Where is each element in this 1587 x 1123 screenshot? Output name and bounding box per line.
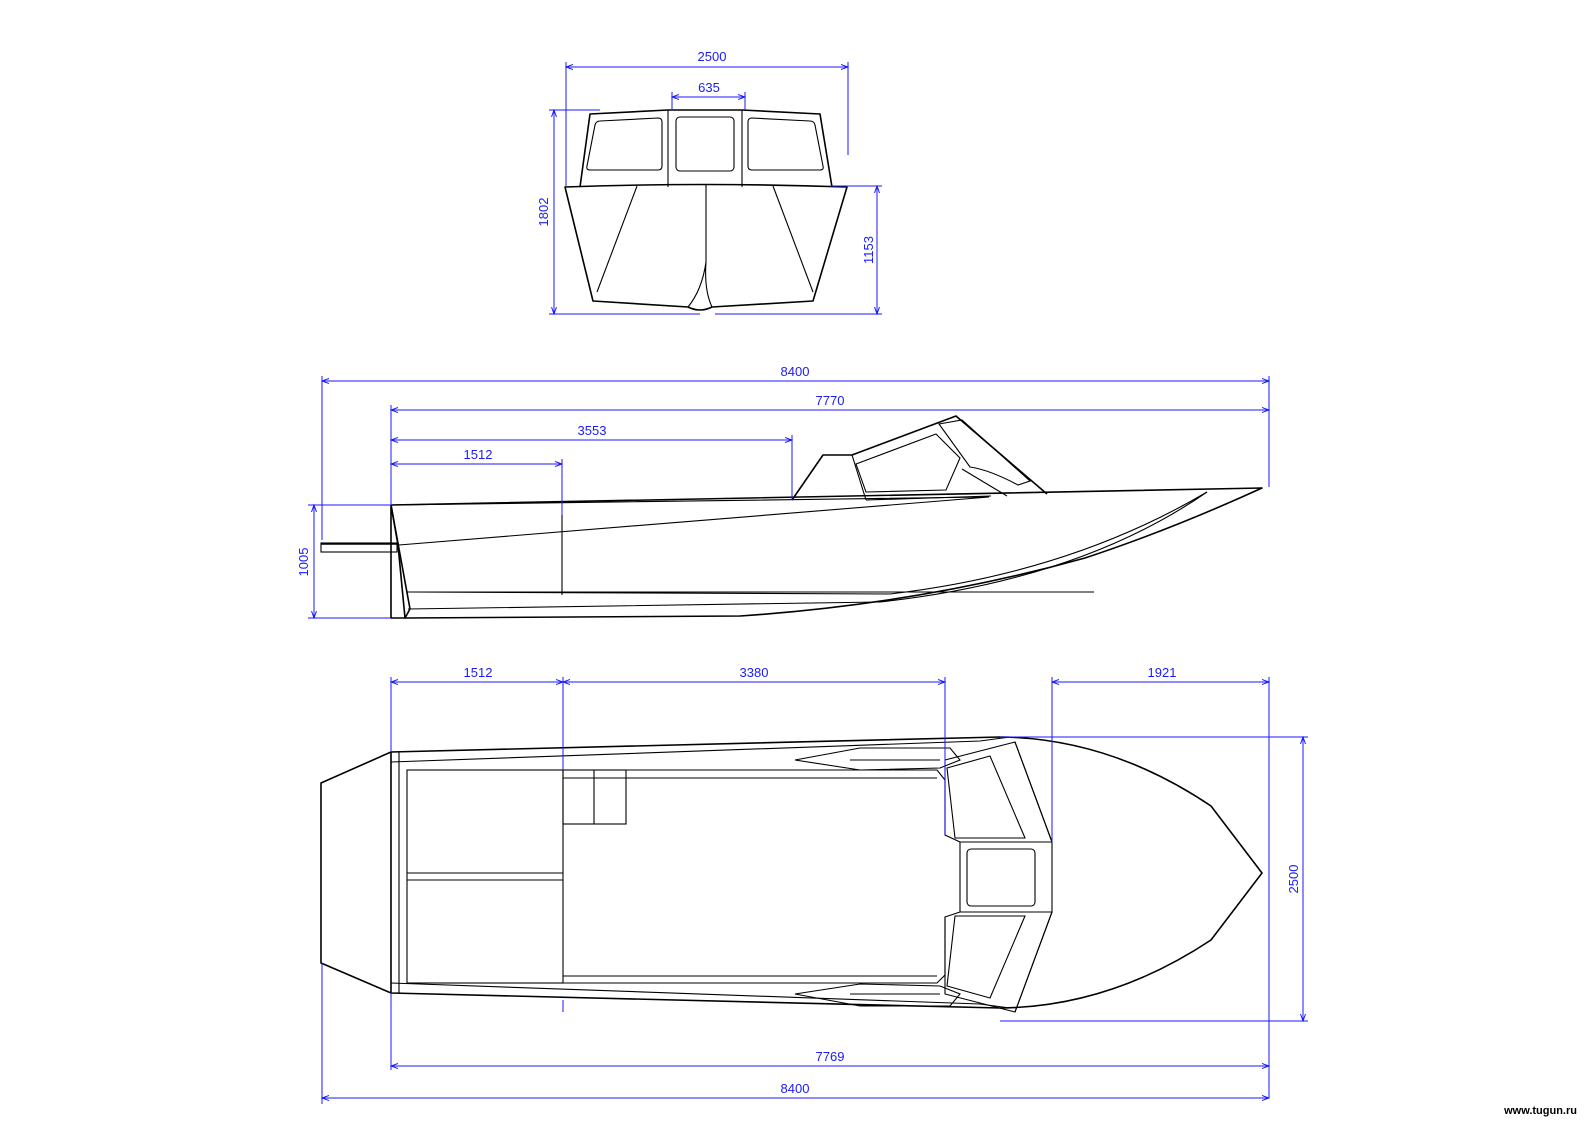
side-windshield-dim-label: 3553 [578,423,607,438]
front-chine-right [772,185,814,293]
side-height-label: 1005 [296,548,311,577]
top-cockpit-dim-label: 3380 [740,665,769,680]
top-gunwale-left [390,736,1011,763]
side-cabin-base [865,468,1008,501]
top-console-left [794,747,961,771]
top-bow-dim-label: 1921 [1148,665,1177,680]
top-overall-length-label: 8400 [781,1081,810,1096]
side-window-top [938,419,1032,486]
top-windshield-outline [944,741,1053,1013]
side-cabin-outline [791,415,1048,501]
side-view: 8400 7770 3553 1512 1005 [296,364,1269,618]
front-view: 2500 635 1802 1153 [536,49,882,314]
top-console-right [794,983,961,1007]
top-gunwale-right [390,982,1011,1009]
side-aft-dim-label: 1512 [464,447,493,462]
top-view: 1512 3380 1921 2500 7769 8400 [320,665,1308,1104]
front-windshield-label: 635 [698,80,720,95]
front-window-right [747,117,824,171]
top-hull-length-label: 7769 [816,1049,845,1064]
side-overall-length-label: 8400 [781,364,810,379]
top-cockpit-inner [563,777,937,977]
side-window-front [855,433,961,493]
top-beam-label: 2500 [1286,865,1301,894]
front-width-label: 2500 [698,49,727,64]
front-hull-height-label: 1153 [861,236,876,264]
side-chine-line-2 [411,491,1208,595]
top-transom-outline [320,751,392,994]
front-height-label: 1802 [536,198,551,227]
watermark: www.tugun.ru [1504,1105,1577,1117]
side-transom [390,504,406,619]
side-cabin-front [851,454,867,501]
front-window-left [586,117,663,171]
side-chine-line [407,491,1208,610]
side-sheer-line [390,496,990,546]
front-chine-left [596,185,638,293]
top-cockpit-outline [563,769,946,984]
side-hull-length-label: 7770 [816,393,845,408]
side-hull-outline [390,487,1263,619]
front-window-center [675,116,735,172]
top-window-left [946,755,1026,839]
front-cabin-outline [579,109,833,188]
top-hull-outline [390,736,1263,1009]
side-motor-mount [320,542,398,553]
top-aft-dim-label: 1512 [464,665,493,680]
front-hull-outline [564,183,848,311]
top-window-right [946,915,1026,999]
front-hull-keel [687,185,713,308]
top-aft-deck [406,769,564,984]
top-window-center [966,848,1036,907]
